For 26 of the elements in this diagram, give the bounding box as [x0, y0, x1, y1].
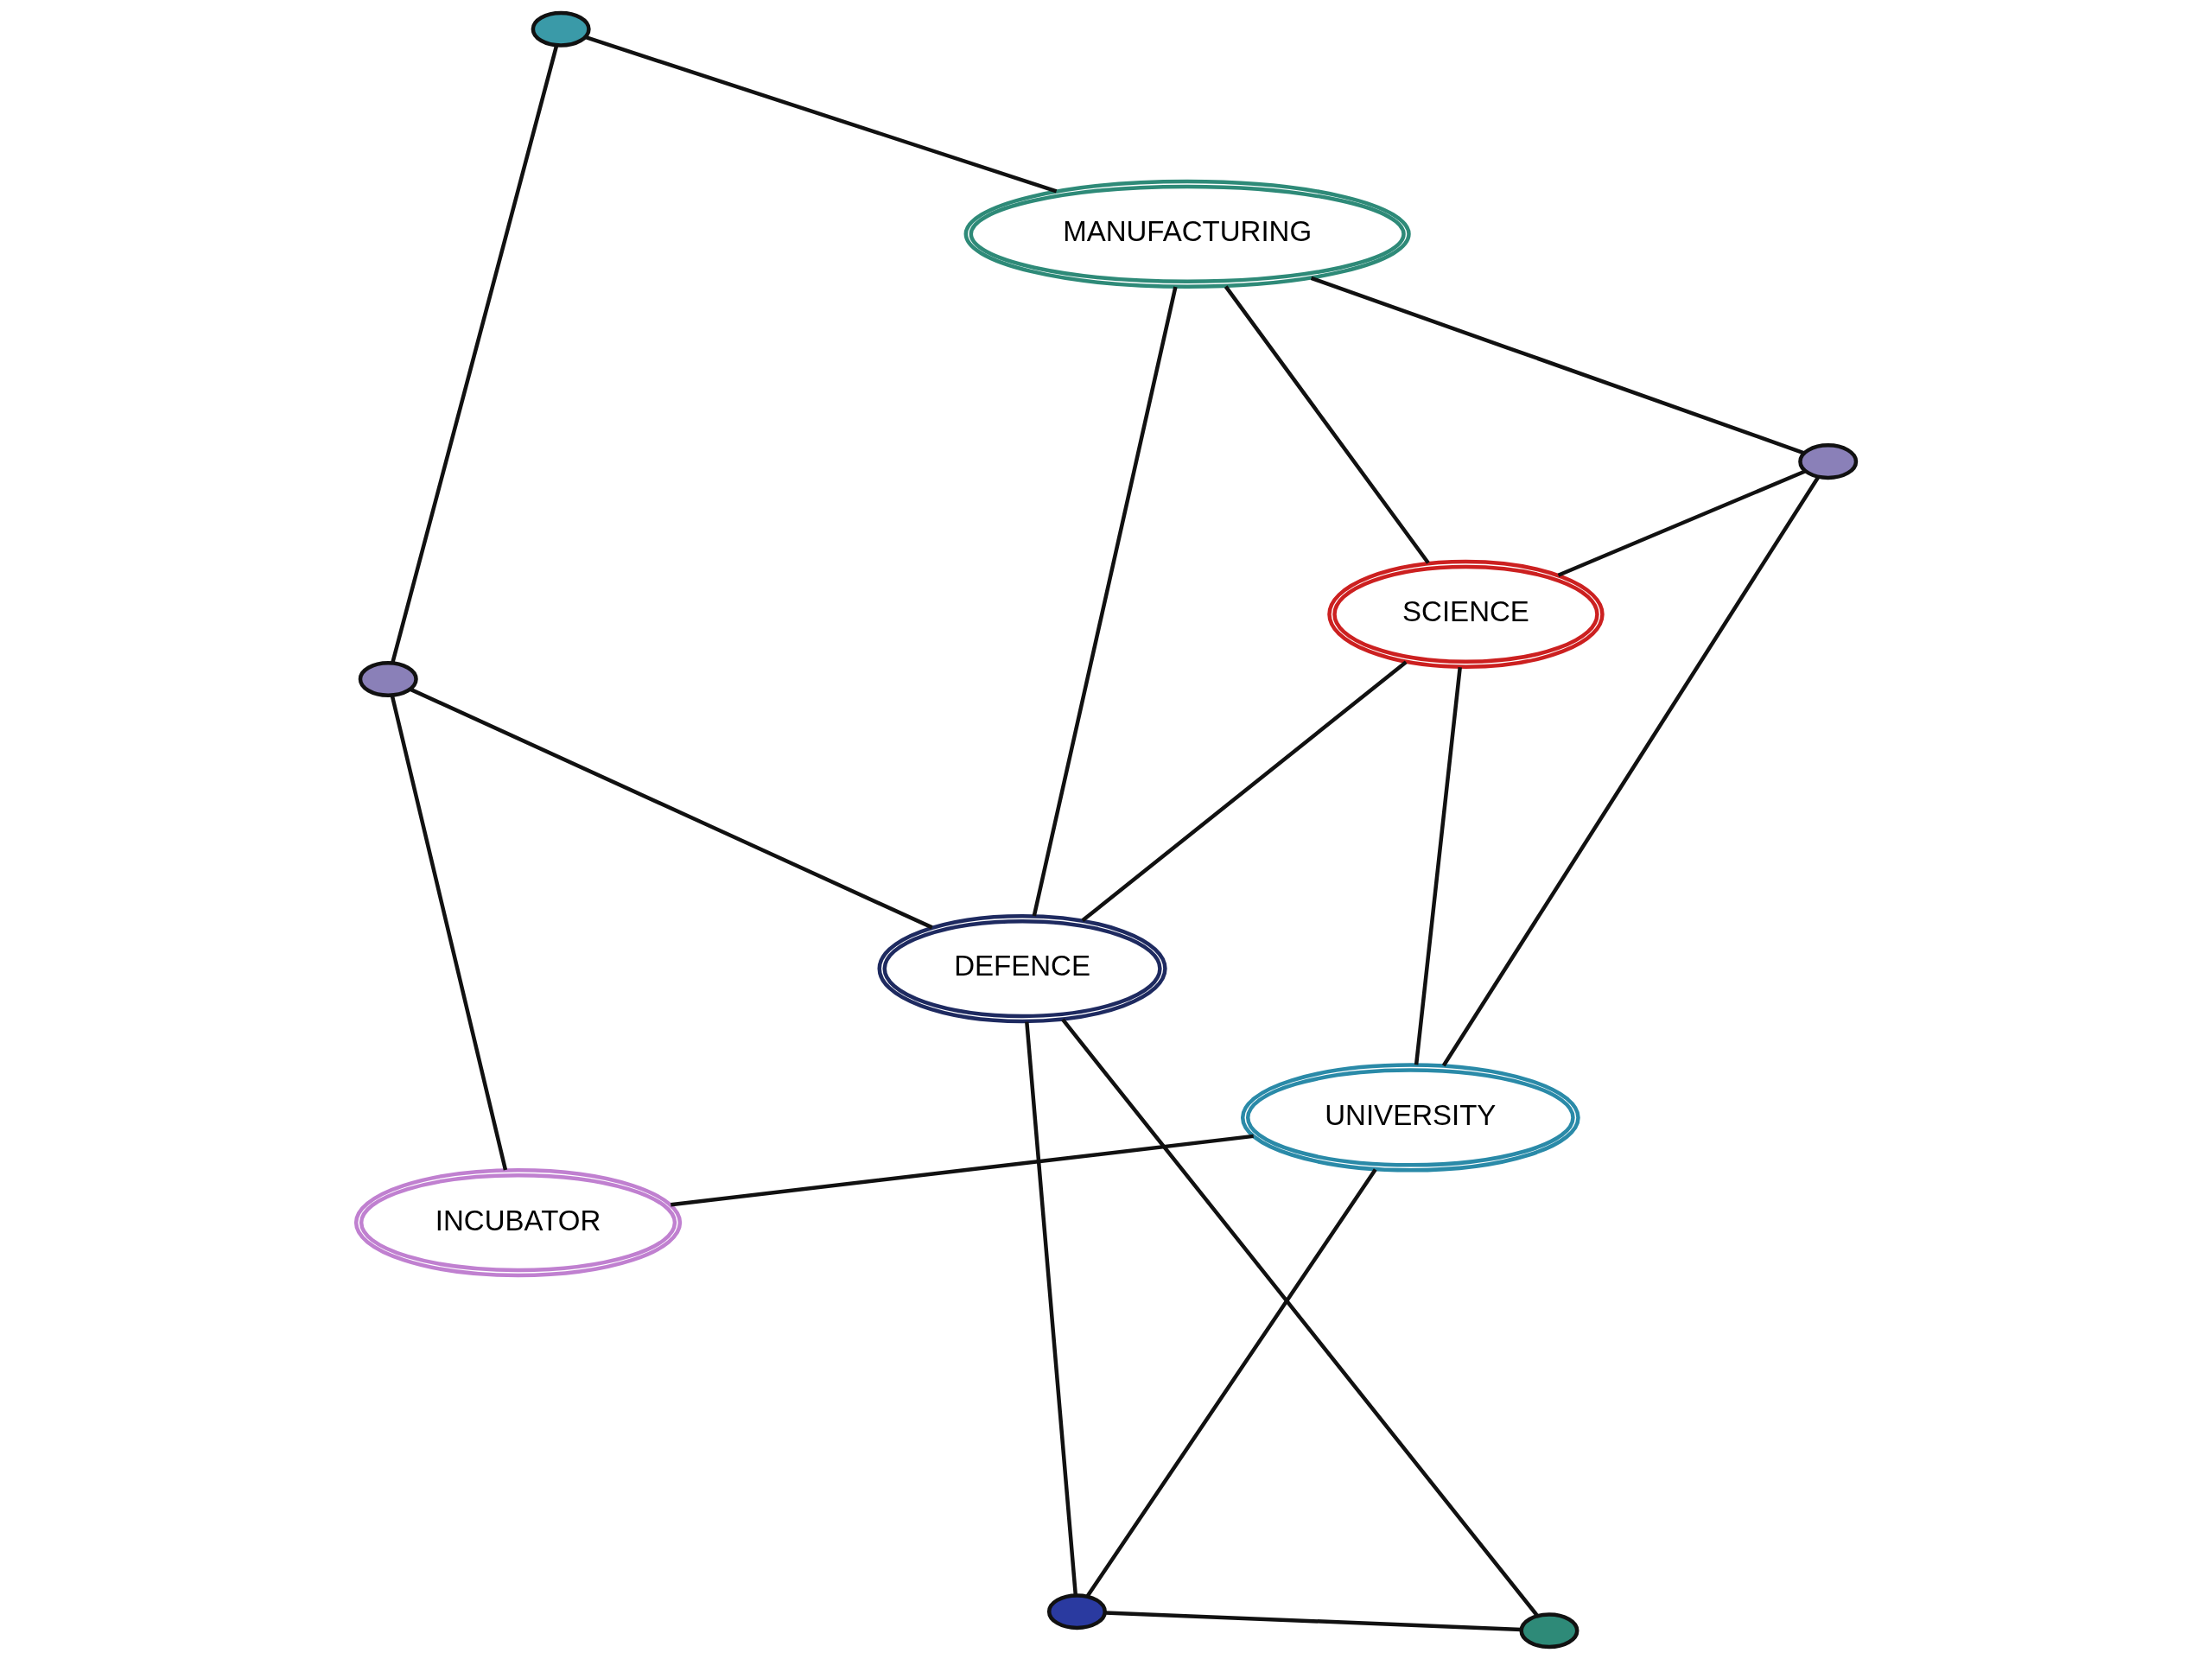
- connector: [1032, 286, 1178, 916]
- connector: [391, 44, 559, 664]
- connector: [584, 35, 1058, 193]
- node-ellipse: DEFENCE: [877, 913, 1167, 1023]
- connector: [409, 687, 933, 929]
- connector: [1081, 659, 1408, 922]
- connector: [1414, 666, 1462, 1065]
- connector: [1310, 276, 1805, 454]
- connector: [1441, 475, 1821, 1066]
- connector: [1085, 1167, 1377, 1597]
- connector: [390, 694, 508, 1171]
- connector: [1025, 1020, 1078, 1595]
- node-ellipse: SCIENCE: [1327, 559, 1605, 669]
- connector: [671, 1134, 1254, 1207]
- node-circle: [1046, 1592, 1107, 1630]
- node-circle: [358, 660, 418, 697]
- node-ellipse: UNIVERSITY: [1240, 1062, 1580, 1173]
- connector: [1061, 1018, 1540, 1617]
- node-circle: [531, 10, 591, 48]
- connector: [1224, 284, 1430, 564]
- node-circle: [1519, 1611, 1580, 1649]
- node-ellipse: INCUBATOR: [353, 1167, 683, 1277]
- node-ellipse: MANUFACTURING: [963, 179, 1411, 289]
- node-circle: [1798, 442, 1859, 480]
- connector: [1104, 1610, 1522, 1631]
- connector: [1557, 468, 1807, 577]
